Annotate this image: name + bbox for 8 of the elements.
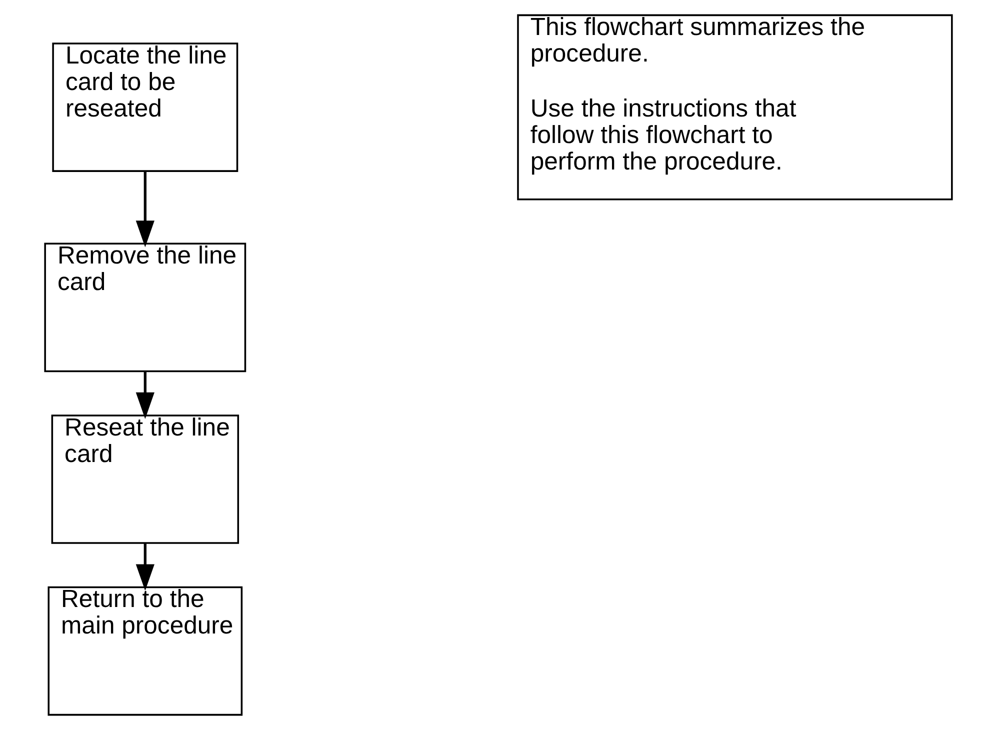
- arrow: [135, 171, 154, 248]
- node-box: Locate the line card to be reseated: [52, 42, 238, 172]
- node-box: Remove the line card: [44, 242, 246, 372]
- arrow: [135, 371, 154, 419]
- node-box: Reseat the line card: [50, 414, 239, 544]
- node-box: This flowchart summarizes the procedure. Use the instructions that follow this flowchart to perform the procedure.: [516, 14, 952, 200]
- arrow: [135, 543, 154, 591]
- node-box: Return to the main procedure: [47, 586, 242, 716]
